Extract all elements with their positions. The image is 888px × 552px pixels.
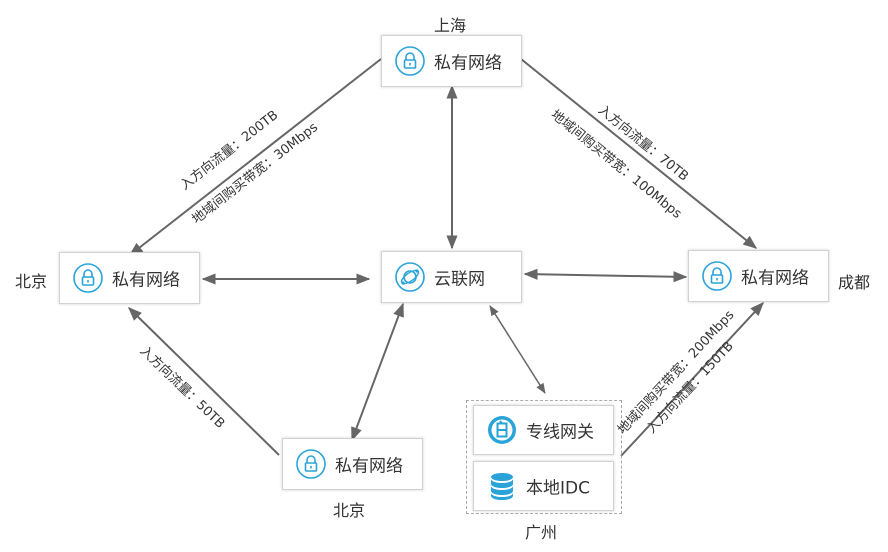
lock-icon — [702, 261, 732, 291]
shanghai-vpc-node[interactable]: 私有网络 — [381, 35, 522, 87]
beijing-bottom-vpc-node[interactable]: 私有网络 — [282, 438, 423, 490]
database-icon — [491, 473, 513, 500]
link-guangzhou-to-chengdu — [620, 301, 764, 457]
beijing-vpc-node[interactable]: 私有网络 — [59, 252, 200, 304]
city-guangzhou: 广州 — [525, 523, 558, 542]
guangzhou-group — [466, 400, 622, 514]
ccn-node[interactable]: 云联网 — [381, 251, 522, 303]
link-ccn-chengdu — [523, 268, 688, 283]
link-ccn-gateway — [489, 305, 546, 394]
city-beijing-left: 北京 — [15, 272, 48, 291]
link-ccn-beijing-bottom — [351, 302, 404, 442]
dc-gateway-label: 专线网关 — [526, 422, 594, 443]
dc-gateway-node[interactable]: 专线网关 — [473, 405, 614, 455]
beijing-vpc-label: 私有网络 — [112, 270, 180, 291]
ccn-label: 云联网 — [434, 269, 485, 290]
link-shanghai-to-chengdu — [520, 58, 758, 249]
chengdu-vpc-node[interactable]: 私有网络 — [688, 250, 829, 302]
network-globe-icon — [395, 262, 425, 292]
local-idc-node[interactable]: 本地IDC — [473, 461, 614, 511]
shanghai-vpc-label: 私有网络 — [434, 53, 502, 74]
link-shanghai-to-beijing — [128, 58, 382, 256]
lock-icon — [395, 46, 425, 76]
chengdu-vpc-label: 私有网络 — [741, 268, 809, 289]
lock-icon — [73, 263, 103, 293]
city-shanghai: 上海 — [434, 16, 467, 35]
beijing-bottom-vpc-label: 私有网络 — [335, 456, 403, 477]
local-idc-label: 本地IDC — [526, 478, 590, 499]
city-chengdu: 成都 — [838, 273, 871, 292]
link-beijing-bottom-to-beijing — [128, 307, 280, 456]
city-beijing-bottom: 北京 — [333, 501, 366, 520]
gateway-icon — [488, 416, 516, 444]
lock-icon — [296, 449, 326, 479]
